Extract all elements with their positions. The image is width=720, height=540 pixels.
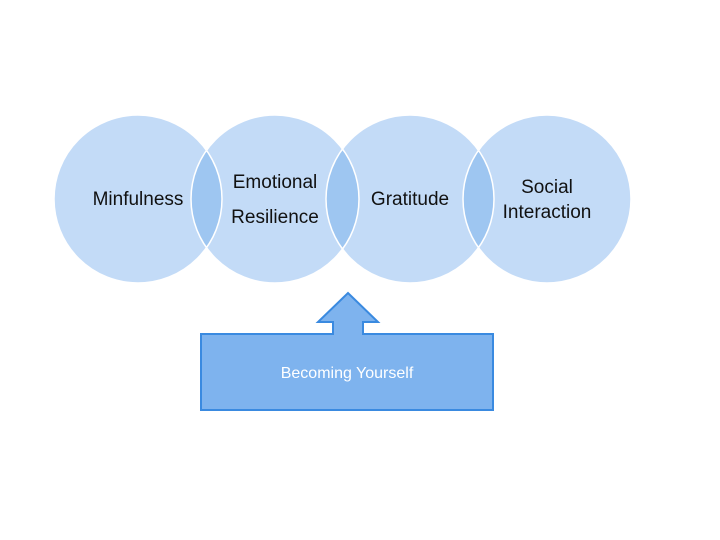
circle-gratitude: [326, 115, 494, 283]
label-gratitude: Gratitude: [371, 189, 449, 210]
circle-outline: [325, 114, 495, 284]
circle-outline: [53, 114, 223, 284]
label-resilience: Resilience: [231, 207, 319, 228]
label-emotional: Emotional: [233, 172, 318, 193]
circle-outline: [462, 114, 632, 284]
circle-emotional-resilience: [191, 115, 359, 283]
circle-minfulness: [54, 115, 222, 283]
becoming-yourself-callout: [200, 291, 494, 411]
label-minfulness: Minfulness: [93, 189, 184, 210]
label-social: Social: [521, 177, 573, 198]
circle-social-interaction: [463, 115, 631, 283]
label-interaction: Interaction: [503, 202, 592, 223]
circle-outline: [190, 114, 360, 284]
becoming-yourself-label: Becoming Yourself: [281, 365, 414, 382]
